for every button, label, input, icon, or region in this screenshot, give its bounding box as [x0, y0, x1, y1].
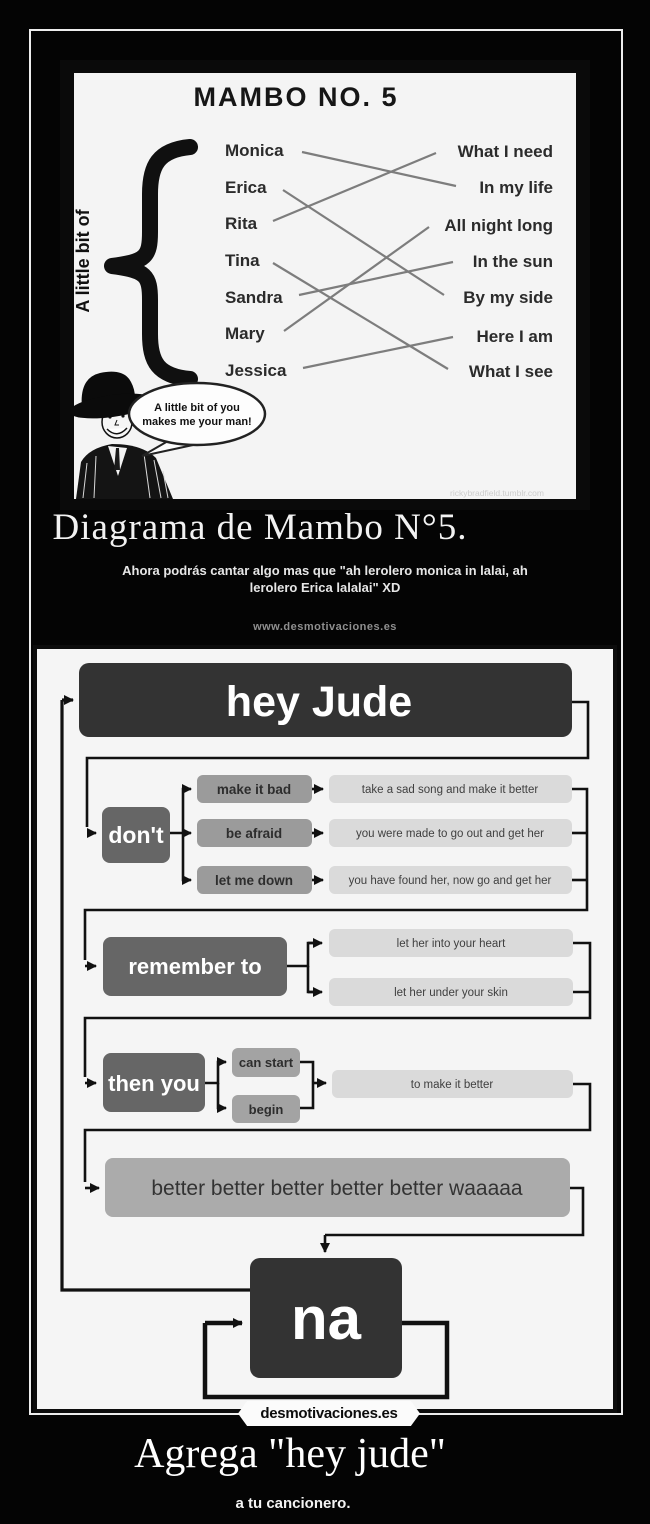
- man-smile: [106, 427, 128, 435]
- go-out-box: [329, 819, 572, 847]
- begin-label: begin: [249, 1102, 284, 1117]
- speech-bubble-text-line2: makes me your man!: [142, 416, 251, 428]
- better-box: [105, 1158, 570, 1217]
- heart-label: let her into your heart: [397, 938, 506, 950]
- let-me-down-label: let me down: [215, 873, 293, 888]
- make-it-bad-label: make it bad: [217, 782, 291, 797]
- phrases-column: What I need In my life All night long In…: [444, 142, 553, 381]
- line-erica-by-my-side: [282, 189, 445, 296]
- skin-box: [329, 978, 573, 1006]
- then-you-box: [103, 1053, 205, 1112]
- be-afraid-label: be afraid: [226, 826, 282, 841]
- hey-jude-box: [79, 663, 572, 737]
- make-it-bad-box: [197, 775, 312, 803]
- then-you-option-boxes: can start begin to make it better: [232, 1048, 573, 1123]
- name-jessica: Jessica: [225, 361, 287, 380]
- line-jessica-here-i-am: [302, 335, 454, 370]
- found-her-box: [329, 866, 572, 894]
- phrase-in-the-sun: In the sun: [473, 252, 553, 271]
- speech-bubble: A little bit of you makes me your man!: [127, 381, 267, 457]
- line-sandra-in-the-sun: [298, 260, 454, 297]
- top-caption-subtitle: Ahora podrás cantar algo mas que "ah ler…: [0, 562, 650, 596]
- let-me-down-box: [197, 866, 312, 894]
- dont-label: don't: [108, 822, 164, 848]
- flowchart-svg: hey Jude don't make it bad be afraid let…: [33, 645, 617, 1413]
- phrase-in-my-life: In my life: [479, 178, 553, 197]
- names-column: Monica Erica Rita Tina Sandra Mary Jessi…: [225, 141, 287, 380]
- na-label: na: [291, 1285, 362, 1352]
- can-start-box: [232, 1048, 300, 1077]
- bottom-caption-title: Agrega "hey jude": [134, 1431, 446, 1477]
- mambo-diagram-svg: MAMBO NO. 5 A little bit of Monica Erica…: [60, 60, 590, 510]
- top-caption-subtitle-line1: Ahora podrás cantar algo mas que "ah ler…: [122, 563, 528, 578]
- route-dont-to-remember: [83, 787, 589, 960]
- skin-label: let her under your skin: [394, 987, 508, 999]
- sad-song-label: take a sad song and make it better: [362, 784, 539, 796]
- speech-bubble-text-line1: A little bit of you: [154, 402, 240, 414]
- speech-bubble-body: [127, 381, 267, 447]
- go-out-label: you were made to go out and get her: [356, 828, 544, 840]
- phrase-all-night-long: All night long: [444, 216, 553, 235]
- remember-branch-boxes: let her into your heart let her under yo…: [329, 929, 573, 1006]
- tumblr-watermark: rickybradfield.tumblr.com: [450, 488, 544, 498]
- be-afraid-box: [197, 819, 312, 847]
- name-rita: Rita: [225, 214, 258, 233]
- line-rita-what-i-need: [272, 151, 437, 223]
- name-sandra: Sandra: [225, 288, 283, 307]
- route-start-to-dont: [85, 700, 590, 827]
- mambo-title: MAMBO NO. 5: [193, 82, 398, 112]
- found-her-label: you have found her, now go and get her: [349, 875, 552, 887]
- begin-box: [232, 1095, 300, 1123]
- man-nose: [114, 419, 119, 426]
- curly-brace: [104, 139, 198, 387]
- make-it-better-box: [332, 1070, 573, 1098]
- make-it-better-label: to make it better: [411, 1079, 494, 1091]
- loop-na-to-start: [60, 700, 250, 1292]
- na-self-loop: [202, 1320, 450, 1400]
- connection-lines: [272, 150, 457, 370]
- suit-pinstripes: [82, 453, 169, 499]
- name-tina: Tina: [225, 251, 260, 270]
- line-mary-all-night-long: [283, 226, 430, 332]
- hey-jude-label: hey Jude: [226, 678, 412, 726]
- top-caption-subtitle-line2: lerolero Erica lalalai" XD: [249, 580, 401, 595]
- name-erica: Erica: [225, 178, 267, 197]
- mambo-diagram-image: MAMBO NO. 5 A little bit of Monica Erica…: [60, 60, 590, 510]
- heart-box: [329, 929, 573, 957]
- desmotivaciones-logo: desmotivaciones.es: [238, 1401, 420, 1426]
- sad-song-box: [329, 775, 572, 803]
- merge-then-options: [300, 1060, 315, 1110]
- name-mary: Mary: [225, 324, 265, 343]
- flow-connectors: [60, 695, 592, 1400]
- line-monica-in-my-life: [301, 150, 457, 188]
- can-start-label: can start: [239, 1055, 294, 1070]
- route-then-to-better: [83, 1082, 592, 1182]
- phrase-what-i-need: What I need: [458, 142, 553, 161]
- bottom-caption-subtitle: a tu cancionero.: [235, 1495, 351, 1512]
- phrase-what-i-see: What I see: [469, 362, 553, 381]
- dont-branch-boxes: make it bad be afraid let me down take a…: [197, 775, 572, 894]
- brace-label: A little bit of: [73, 208, 93, 312]
- hey-jude-flowchart: hey Jude don't make it bad be afraid let…: [33, 645, 617, 1413]
- route-better-to-na: [325, 1186, 585, 1237]
- line-tina-what-i-see: [272, 262, 449, 370]
- man-tie: [114, 448, 120, 470]
- phrase-here-i-am: Here I am: [476, 327, 553, 346]
- na-box: [250, 1258, 402, 1378]
- route-remember-to-then: [83, 941, 592, 1077]
- better-label: better better better better better waaaa…: [151, 1177, 523, 1200]
- phrase-by-my-side: By my side: [463, 288, 553, 307]
- remember-to-box: [103, 937, 287, 996]
- name-monica: Monica: [225, 141, 284, 160]
- cartoon-man: [69, 371, 173, 499]
- then-you-label: then you: [108, 1071, 200, 1096]
- site-url: www.desmotivaciones.es: [253, 621, 397, 633]
- remember-to-label: remember to: [128, 954, 261, 979]
- dont-box: [102, 807, 170, 863]
- top-caption-title: Diagrama de Mambo N°5.: [52, 507, 468, 548]
